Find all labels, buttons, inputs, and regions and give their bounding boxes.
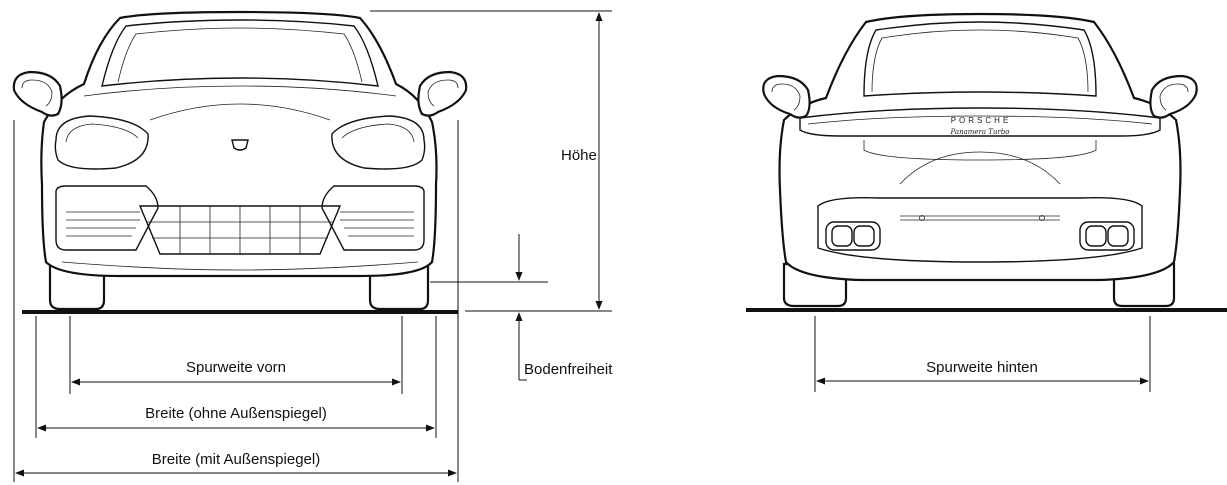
front-right-headlight xyxy=(331,115,426,170)
rear-right-mirror xyxy=(1149,74,1198,119)
right-exhaust-pipes xyxy=(1079,221,1135,251)
front-left-headlight xyxy=(54,115,149,170)
width-with-mirrors-label: Breite (mit Außenspiegel) xyxy=(152,451,320,468)
front-windshield xyxy=(101,19,379,87)
height-label: Höhe xyxy=(561,147,597,164)
rear-view-car: PORSCHE Panamera Turbo xyxy=(746,12,1227,312)
rear-model-badge: Panamera Turbo xyxy=(950,128,1010,136)
ground-clearance-label: Bodenfreiheit xyxy=(524,361,613,378)
rear-left-mirror xyxy=(762,74,811,119)
left-air-intake xyxy=(55,185,159,251)
front-left-mirror xyxy=(12,70,63,117)
left-intake-fins xyxy=(66,211,140,237)
trunk-line xyxy=(863,140,1097,161)
front-view-car xyxy=(12,10,468,314)
rear-diffuser-top xyxy=(899,151,1061,185)
rear-window xyxy=(863,21,1097,97)
tail-light-bar xyxy=(799,107,1161,137)
rear-porsche-logo: PORSCHE xyxy=(951,116,1012,125)
track-front-label: Spurweite vorn xyxy=(186,359,286,376)
grille-mesh xyxy=(146,206,334,254)
front-dimensions: Spurweite vorn Breite (ohne Außenspiegel… xyxy=(13,10,613,482)
hood-crease xyxy=(149,103,331,121)
hood-line xyxy=(83,85,397,97)
front-splitter xyxy=(61,261,419,271)
rear-body-outline xyxy=(778,12,1182,282)
rear-bumper xyxy=(817,197,1143,263)
left-exhaust-pipes xyxy=(825,221,881,251)
windshield-inner-line xyxy=(117,27,363,83)
right-intake-fins xyxy=(340,211,414,237)
width-without-mirrors-label: Breite (ohne Außenspiegel) xyxy=(145,405,327,422)
track-rear-label: Spurweite hinten xyxy=(926,359,1038,376)
rear-dimensions: Spurweite hinten xyxy=(814,316,1151,392)
front-crest-icon xyxy=(231,139,249,151)
front-right-mirror xyxy=(417,70,468,117)
right-air-intake xyxy=(321,185,425,251)
